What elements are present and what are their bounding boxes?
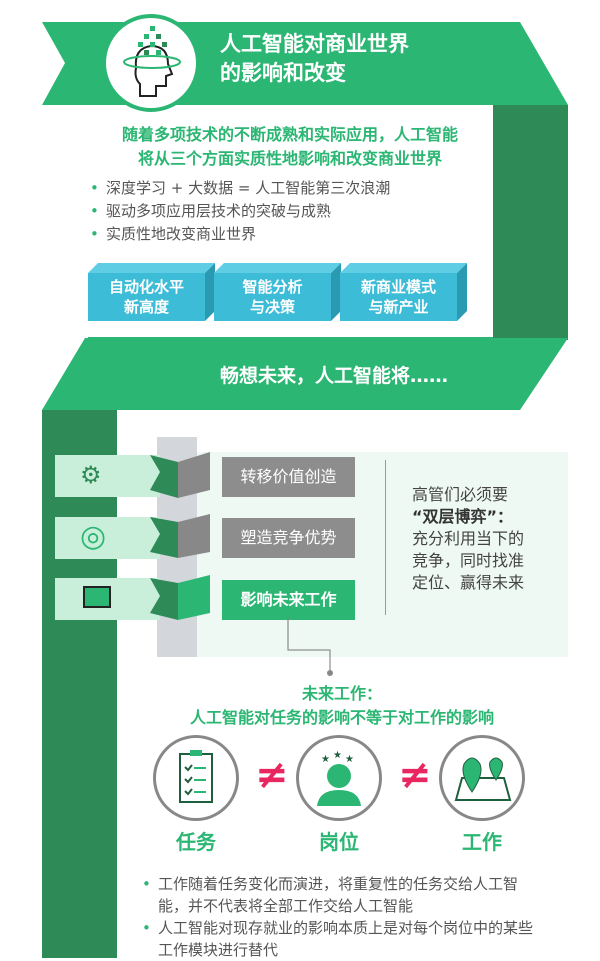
label-task: 任务 [176, 830, 216, 854]
svg-text:★: ★ [333, 750, 342, 761]
not-equal-icon: ≠ [398, 752, 432, 798]
bullet: 人工智能对现存就业的影响本质上是对每个岗位中的某些工作模块进行替代 [140, 917, 540, 961]
value-tab: ⚙ [55, 455, 160, 497]
svg-text:★: ★ [321, 754, 330, 765]
impact-box-business-model: 新商业模式与新产业 [340, 263, 467, 321]
position-circle: ★★★ [296, 735, 382, 821]
map-pins-icon [454, 757, 512, 801]
bullet: 驱动多项应用层技术的突破与成熟 [88, 200, 390, 223]
connector-line [287, 618, 333, 676]
bullet: 深度学习 + 大数据 = 人工智能第三次浪潮 [88, 177, 390, 200]
item-future-work: 影响未来工作 [222, 580, 355, 620]
task-circle [153, 735, 239, 821]
impact-box-analysis: 智能分析与决策 [214, 263, 341, 321]
item-competitive-advantage: 塑造竞争优势 [222, 518, 355, 558]
future-work-heading: 未来工作： [301, 684, 382, 703]
impact-box-automation: 自动化水平新高度 [88, 263, 215, 321]
work-tab [55, 578, 160, 620]
person-stars-icon: ★★★ [317, 750, 361, 806]
clipboard-checklist-icon [179, 750, 213, 803]
briefcase-icon [83, 586, 111, 608]
future-work-subheading: 人工智能对任务的影响不等于对工作的影响 [189, 708, 494, 727]
cube-connectors [150, 452, 210, 620]
head-icon [123, 26, 181, 97]
intro-line2: 将从三个方面实质性地影响和改变商业世界 [137, 149, 442, 168]
svg-text:★: ★ [345, 754, 354, 765]
divider [385, 460, 386, 615]
target-icon: ◎ [80, 519, 107, 554]
competition-tab: ◎ [55, 517, 160, 559]
label-work: 工作 [462, 830, 502, 854]
item-shift-value: 转移价值创造 [222, 457, 355, 497]
executive-note: 高管们必须要 “双层博弈”： 充分利用当下的 竞争，同时找准 定位、赢得未来 [412, 485, 525, 592]
section1-title-line2: 的影响和改变 [220, 61, 346, 85]
bullet: 工作随着任务变化而演进，将重复性的任务交给人工智能，并不代表将全部工作交给人工智… [140, 873, 540, 917]
label-position: 岗位 [319, 830, 359, 854]
not-equal-icon: ≠ [255, 752, 289, 798]
left-column [42, 410, 117, 958]
bolt-nut-icon: ⚙ [80, 461, 102, 489]
work-circle [439, 735, 525, 821]
ai-head-logo [102, 14, 200, 112]
section2-title: 畅想未来，人工智能将…… [220, 365, 449, 387]
section1-title-line1: 人工智能对商业世界 [220, 32, 409, 56]
bullet: 实质性地改变商业世界 [88, 223, 390, 246]
intro-line1: 随着多项技术的不断成熟和实际应用，人工智能 [121, 125, 458, 144]
